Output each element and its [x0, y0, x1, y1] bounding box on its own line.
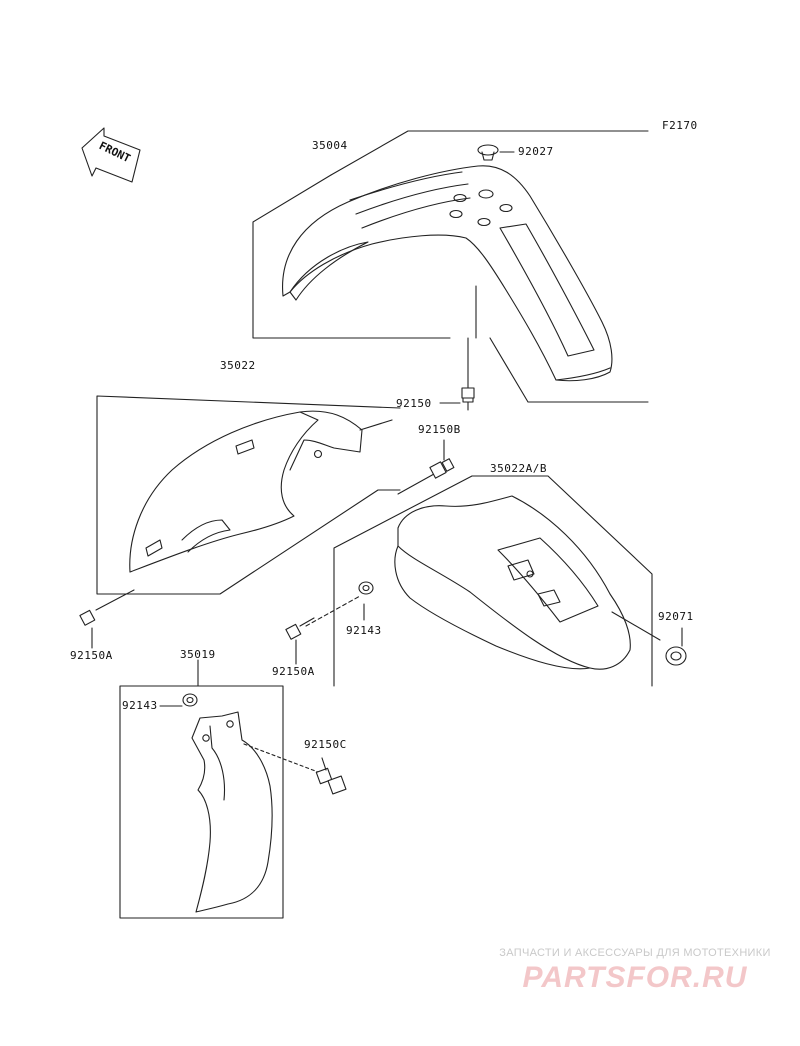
part-92027 — [477, 144, 515, 161]
callout-35004[interactable]: 35004 — [312, 139, 348, 152]
front-fender-35004 — [252, 130, 649, 403]
part-92143-low — [159, 693, 198, 707]
part-92150A-mid — [285, 617, 315, 665]
callout-35022[interactable]: 35022 — [220, 359, 256, 372]
callout-92150A-mid[interactable]: 92150A — [272, 665, 315, 678]
callout-92143-low[interactable]: 92143 — [122, 699, 158, 712]
watermark-brand-logo: PARTSFOR.RU — [522, 961, 748, 994]
callout-92071[interactable]: 92071 — [658, 610, 694, 623]
site-watermark: ЗАПЧАСТИ И АКСЕССУАРЫ ДЛЯ МОТОТЕХНИКИ PA… — [470, 947, 800, 995]
part-92150A-left — [79, 589, 135, 649]
part-92143-mid — [305, 581, 374, 627]
diagram-code-label: F2170 — [662, 119, 698, 132]
rear-fender-35022AB — [333, 475, 661, 687]
bracket-35022AB-right — [471, 475, 653, 687]
part-92150B — [397, 439, 455, 495]
callout-35022AB[interactable]: 35022A/B — [490, 462, 547, 475]
callout-35019[interactable]: 35019 — [180, 648, 216, 661]
callout-92150C[interactable]: 92150C — [304, 738, 347, 751]
watermark-tagline: ЗАПЧАСТИ И АКСЕССУАРЫ ДЛЯ МОТОТЕХНИКИ — [499, 947, 771, 959]
part-92071 — [665, 627, 687, 666]
bracket-35022AB — [333, 475, 473, 687]
part-92150 — [439, 337, 475, 411]
bracket-35022 — [96, 395, 401, 595]
callout-92150[interactable]: 92150 — [396, 397, 432, 410]
bracket-35004 — [252, 174, 451, 339]
bracket-35004-lower — [489, 337, 649, 403]
callout-92143-mid[interactable]: 92143 — [346, 624, 382, 637]
mud-flap-35019 — [119, 659, 319, 919]
leader-35004 — [330, 130, 649, 176]
front-arrow-icon — [81, 127, 141, 183]
bracket-35019 — [119, 659, 284, 919]
callout-92150B[interactable]: 92150B — [418, 423, 461, 436]
callout-92027[interactable]: 92027 — [518, 145, 554, 158]
part-92150C — [315, 757, 347, 795]
side-cover-35022 — [96, 395, 401, 595]
callout-92150A-left[interactable]: 92150A — [70, 649, 113, 662]
